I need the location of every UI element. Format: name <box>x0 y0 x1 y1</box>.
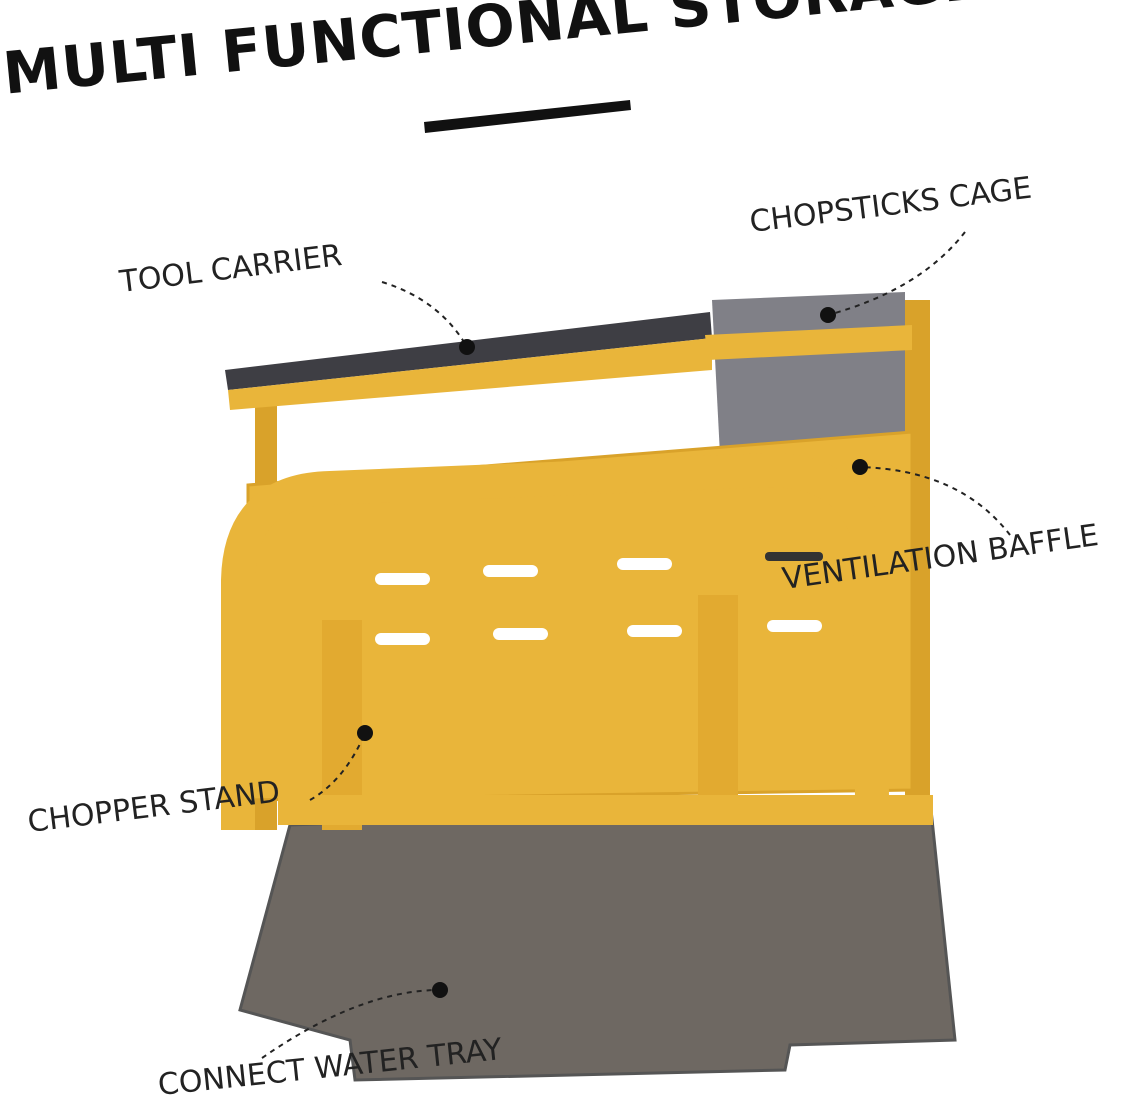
rack-top-band <box>705 325 912 360</box>
chopsticks-cage <box>712 292 905 455</box>
water-tray <box>238 798 957 1082</box>
title-underline <box>424 100 631 133</box>
chopper-stand <box>221 452 889 830</box>
leader-lines <box>261 231 1011 1059</box>
tool-carrier-body <box>228 338 712 410</box>
label-dots <box>357 307 868 998</box>
baffle-slots <box>375 558 822 645</box>
rack-base-bar <box>278 795 933 825</box>
